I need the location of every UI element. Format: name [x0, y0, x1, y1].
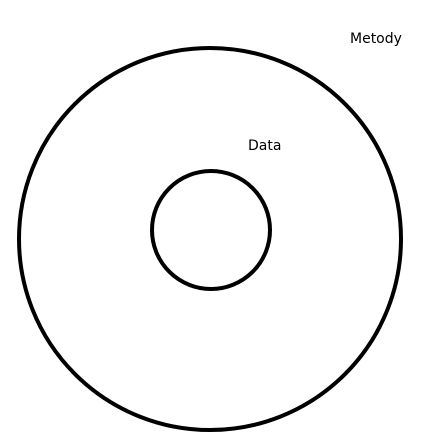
outer-circle-label: Metody	[350, 31, 402, 47]
inner-circle-label: Data	[248, 138, 281, 154]
outer-circle	[17, 46, 403, 432]
inner-circle	[150, 169, 272, 291]
